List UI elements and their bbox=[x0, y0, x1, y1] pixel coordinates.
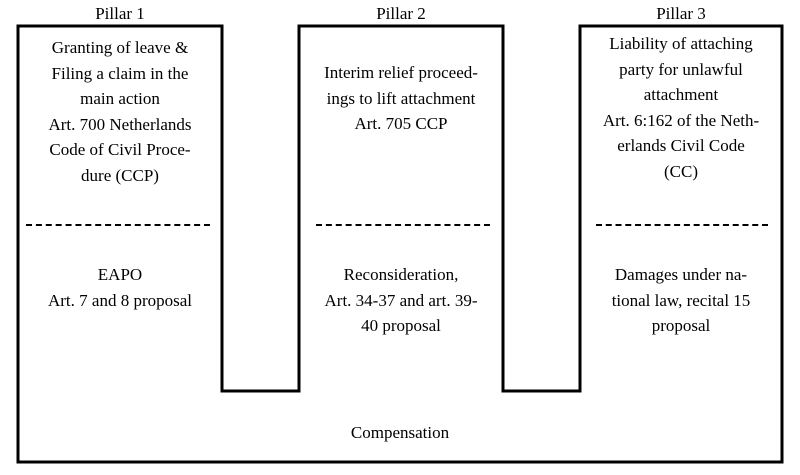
pillar-2-lower-text: Reconsideration, Art. 34-37 and art. 39-… bbox=[303, 262, 499, 339]
pillar-2-title: Pillar 2 bbox=[376, 4, 426, 23]
pillar-3-upper-line: party for unlawful bbox=[619, 59, 743, 79]
pillar-2-lower-line: Art. 34-37 and art. 39- bbox=[324, 290, 478, 310]
pillar-2-upper-line: Art. 705 CCP bbox=[354, 114, 448, 133]
pillar-1-lower-line: Art. 7 and 8 proposal bbox=[47, 290, 192, 310]
pillar-3-lower-line: Damages under na- bbox=[614, 265, 748, 284]
pillar-1-upper-line: main action bbox=[80, 89, 160, 108]
pillar-2-upper-line: ings to lift attachment bbox=[326, 88, 476, 108]
pillar-2-lower-line: Reconsideration, bbox=[343, 265, 459, 284]
pillar-3-lower-text: Damages under na- tional law, recital 15… bbox=[583, 262, 779, 339]
pillar-3-upper-line: erlands Civil Code bbox=[617, 136, 745, 155]
pillar-1-lower-text: EAPO Art. 7 and 8 proposal bbox=[22, 262, 218, 313]
pillar-3-upper-line: (CC) bbox=[664, 161, 698, 181]
pillar-1-upper-line: Code of Civil Proce- bbox=[49, 140, 191, 159]
pillar-1-lower-line: EAPO bbox=[97, 265, 143, 284]
pillar-3-upper-line: Liability of attaching bbox=[609, 34, 753, 53]
pillar-3-upper-line: Art. 6:162 of the Neth- bbox=[602, 110, 760, 130]
pillar-1-title: Pillar 1 bbox=[95, 4, 145, 23]
pillar-2-upper-line: Interim relief proceed- bbox=[324, 63, 478, 82]
pillar-3-upper-text: Liability of attaching party for unlawfu… bbox=[583, 31, 779, 184]
pillar-3-divider bbox=[596, 224, 768, 226]
pillar-1-upper-text: Granting of leave & Filing a claim in th… bbox=[22, 35, 218, 188]
pillar-1-upper-line: Granting of leave & bbox=[51, 38, 189, 57]
pillar-3-lower-line: tional law, recital 15 bbox=[611, 290, 751, 310]
pillar-2-lower-line: 40 proposal bbox=[361, 316, 441, 335]
pillar-1-divider bbox=[26, 224, 210, 226]
pillar-1-upper-line: Art. 700 Netherlands bbox=[48, 114, 192, 134]
pillar-3-title: Pillar 3 bbox=[656, 4, 706, 23]
pillar-2-divider bbox=[316, 224, 490, 226]
pillar-1-upper-line: Filing a claim in the bbox=[51, 63, 189, 83]
pillar-1-upper-line: dure (CCP) bbox=[81, 165, 159, 185]
base-compensation-label: Compensation bbox=[350, 423, 450, 442]
pillar-3-upper-line: attachment bbox=[643, 85, 719, 104]
pillars-and-base-outline bbox=[16, 24, 784, 464]
pillar-2-upper-text: Interim relief proceed- ings to lift att… bbox=[303, 60, 499, 137]
pillar-3-lower-line: proposal bbox=[651, 316, 711, 335]
